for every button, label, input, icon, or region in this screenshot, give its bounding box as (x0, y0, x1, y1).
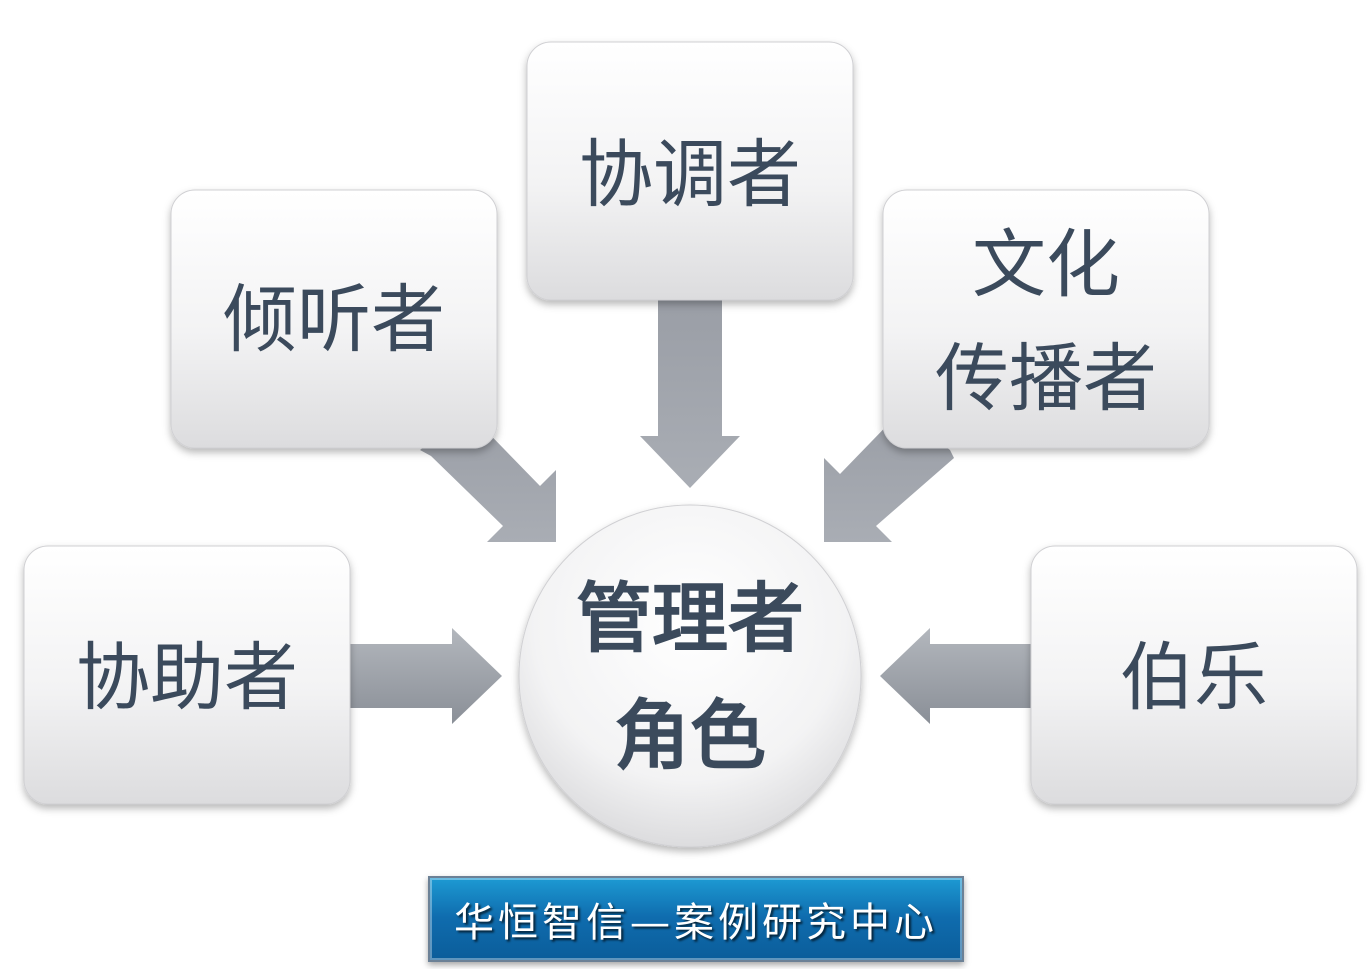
node-listener: 倾听者 (170, 189, 498, 449)
node-coordinator: 协调者 (526, 41, 854, 301)
node-coordinator-label: 协调者 (579, 132, 801, 218)
arrow-bole-to-center (880, 628, 1034, 724)
arrow-coordinator-to-center (640, 298, 740, 488)
node-assistant-label: 协助者 (76, 635, 298, 721)
center-label-line2: 角色 (614, 691, 766, 780)
node-bole-label: 伯乐 (1120, 635, 1268, 721)
footer-banner: 华恒智信—案例研究中心 (428, 876, 964, 962)
node-culture-label-line2: 传播者 (935, 336, 1157, 422)
arrow-assistant-to-center (346, 628, 502, 724)
node-culture-label-line1: 文化 (972, 222, 1120, 308)
footer-banner-text: 华恒智信—案例研究中心 (454, 900, 938, 946)
node-listener-label: 倾听者 (223, 277, 445, 363)
center-node: 管理者 角色 (518, 504, 862, 848)
node-bole: 伯乐 (1030, 545, 1358, 805)
node-culture-disseminator: 文化 传播者 (882, 189, 1210, 449)
center-label-line1: 管理者 (576, 574, 804, 663)
node-assistant: 协助者 (23, 545, 351, 805)
